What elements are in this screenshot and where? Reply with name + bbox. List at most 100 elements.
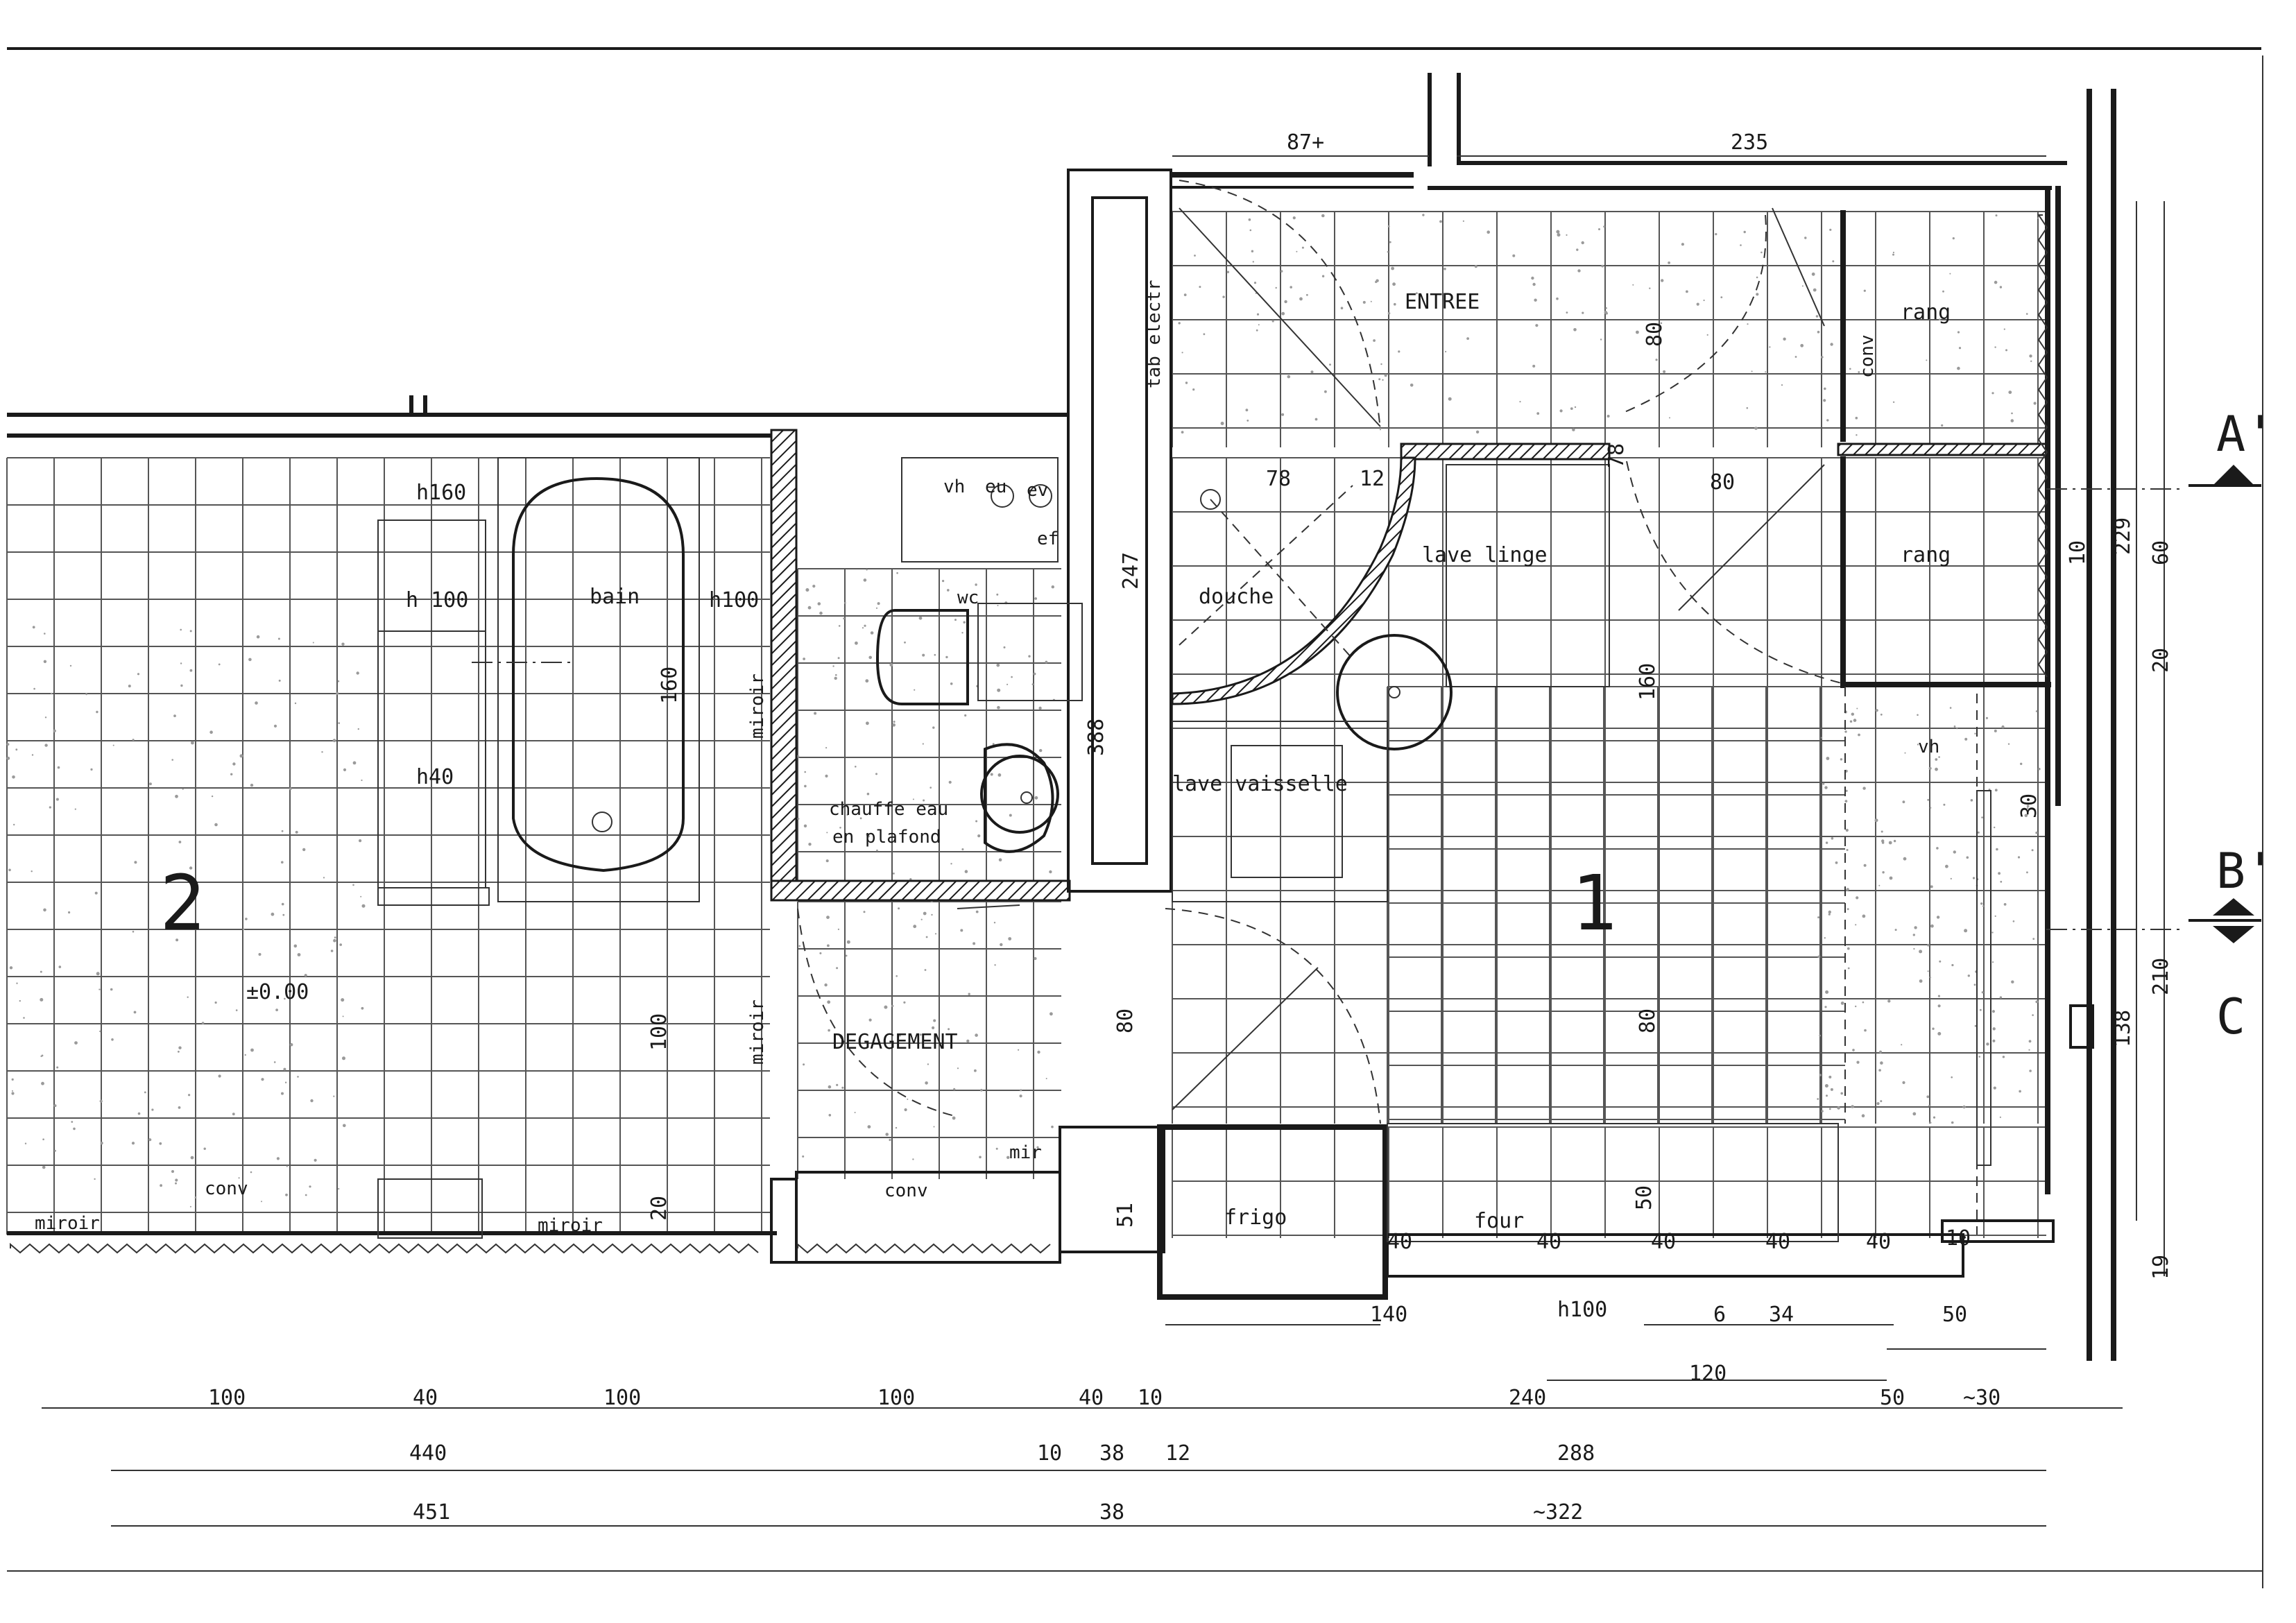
dim-row1-3: 100	[877, 1386, 915, 1410]
label-mir: mir	[1009, 1142, 1042, 1163]
room-number-1: 1	[1571, 859, 1617, 947]
dim-235: 235	[1731, 130, 1768, 155]
dim-row1-4: 40	[1079, 1386, 1104, 1410]
height-h160: h160	[416, 481, 466, 505]
label-four: four	[1474, 1209, 1524, 1233]
dim-40-d: 40	[1765, 1230, 1790, 1254]
label-entree: ENTREE	[1405, 290, 1480, 314]
dim-120: 120	[1689, 1362, 1727, 1386]
dim-6: 6	[1713, 1303, 1726, 1327]
dim-10-r: 10	[1946, 1226, 1971, 1251]
dim-row3-2: ~322	[1533, 1500, 1583, 1525]
dim-51: 51	[1113, 1203, 1138, 1228]
kitchen-fixtures	[1172, 464, 2094, 1242]
label-lave-linge: lave linge	[1422, 543, 1548, 567]
dim-138: 138	[2111, 1010, 2135, 1047]
label-lave-vaisselle: lave vaisselle	[1172, 772, 1348, 796]
room-labels: ENTREE douche bain DEGAGEMENT chauffe ea…	[160, 290, 1951, 1233]
bathroom-cabinets	[377, 519, 490, 1239]
label-miroir-b2: miroir	[538, 1215, 603, 1236]
dim-row2-3: 12	[1165, 1441, 1190, 1466]
tile-grid	[6, 211, 2046, 1238]
dim-388: 388	[1084, 719, 1108, 756]
dim-row2-1: 10	[1037, 1441, 1062, 1466]
dim-row2-4: 288	[1557, 1441, 1595, 1466]
label-rang-mid: rang	[1901, 543, 1951, 567]
dim-row2-0: 440	[409, 1441, 447, 1466]
dim-row1-1: 40	[413, 1386, 438, 1410]
radiators	[10, 214, 2048, 1254]
label-chauffe-eau-2: en plafond	[832, 827, 941, 848]
dim-50-c: 50	[1880, 1386, 1905, 1410]
dim-87: 87+	[1287, 130, 1324, 155]
label-wc: wc	[957, 587, 979, 608]
label-frigo: frigo	[1224, 1205, 1287, 1230]
dim-80-entree: 80	[1643, 322, 1667, 347]
dim-160-bath: 160	[658, 667, 682, 704]
label-conv-top: conv	[1857, 334, 1878, 378]
section-a-label: A'	[2216, 406, 2274, 463]
label-miroir-b1: miroir	[35, 1213, 100, 1234]
dim-row1-5: 10	[1138, 1386, 1163, 1410]
height-h40: h40	[416, 765, 454, 789]
dim-60: 60	[2149, 540, 2173, 565]
dim-40-e: 40	[1866, 1230, 1891, 1254]
dim-80-kitchen: 80	[1636, 1008, 1660, 1033]
dimension-lines	[42, 155, 2165, 1527]
height-h100-left: h 100	[406, 588, 468, 612]
dimension-labels: 87+ 235 78 12 78 80 80 247 388 160 160 1…	[208, 130, 2173, 1525]
label-vh-top: vh	[943, 476, 965, 497]
floor-level: ±0.00	[246, 980, 309, 1004]
label-conv-bottom-left: conv	[205, 1178, 248, 1199]
label-rang-top: rang	[1901, 300, 1951, 325]
label-miroir-v2: miroir	[747, 999, 768, 1065]
label-bain: bain	[590, 585, 640, 609]
dim-40-b: 40	[1536, 1230, 1561, 1254]
section-b-label: B'	[2216, 843, 2274, 900]
dim-160-kitchen: 160	[1636, 663, 1660, 701]
label-ef: ef	[1037, 529, 1059, 549]
dim-30-c: ~30	[1963, 1386, 2001, 1410]
dim-100-bath: 100	[647, 1013, 671, 1051]
dim-140: 140	[1370, 1303, 1407, 1327]
dim-row2-2: 38	[1099, 1441, 1124, 1466]
dim-row3-0: 451	[413, 1500, 450, 1525]
fixture-labels: tab electr conv conv conv miroir miroir …	[35, 280, 1939, 1236]
label-vh-right: vh	[1918, 737, 1939, 757]
shower	[1171, 456, 1416, 705]
dim-10-w: 10	[2066, 540, 2090, 565]
walls	[7, 73, 2116, 1361]
dim-row3-1: 38	[1099, 1500, 1124, 1525]
dim-80-deg: 80	[1113, 1008, 1138, 1033]
dim-80-top: 80	[1710, 470, 1735, 495]
height-labels: h160 h 100 h100 h40 h100	[406, 481, 1607, 1322]
tile-texture	[6, 214, 2041, 1208]
dim-210: 210	[2149, 958, 2173, 995]
height-h100-bottom: h100	[1557, 1298, 1607, 1322]
dim-229: 229	[2111, 517, 2135, 555]
dim-78v: 78	[1604, 443, 1629, 468]
label-chauffe-eau-1: chauffe eau	[829, 799, 948, 820]
label-degagement: DEGAGEMENT	[832, 1030, 958, 1054]
dim-50-b: 50	[1942, 1303, 1967, 1327]
wc-fixtures	[875, 457, 1083, 853]
label-eu: eu	[985, 476, 1006, 497]
dim-30-r: 30	[2017, 793, 2041, 818]
label-ev: ev	[1027, 480, 1048, 501]
label-conv-bottom-mid: conv	[884, 1180, 928, 1201]
label-miroir-v1: miroir	[747, 673, 768, 739]
dim-40-a: 40	[1387, 1230, 1412, 1254]
room-number-2: 2	[160, 859, 205, 947]
dim-34: 34	[1769, 1303, 1794, 1327]
label-tab-electr: tab electr	[1144, 280, 1165, 388]
dim-20-bath: 20	[647, 1196, 671, 1221]
section-c-label: C	[2216, 988, 2245, 1045]
section-markers	[2046, 465, 2261, 943]
dim-19: 19	[2149, 1255, 2173, 1280]
height-h100-right: h100	[709, 588, 759, 612]
dim-20-w: 20	[2149, 648, 2173, 673]
dim-240: 240	[1509, 1386, 1546, 1410]
dim-247: 247	[1119, 552, 1143, 590]
sheet-frame	[7, 47, 2263, 1588]
